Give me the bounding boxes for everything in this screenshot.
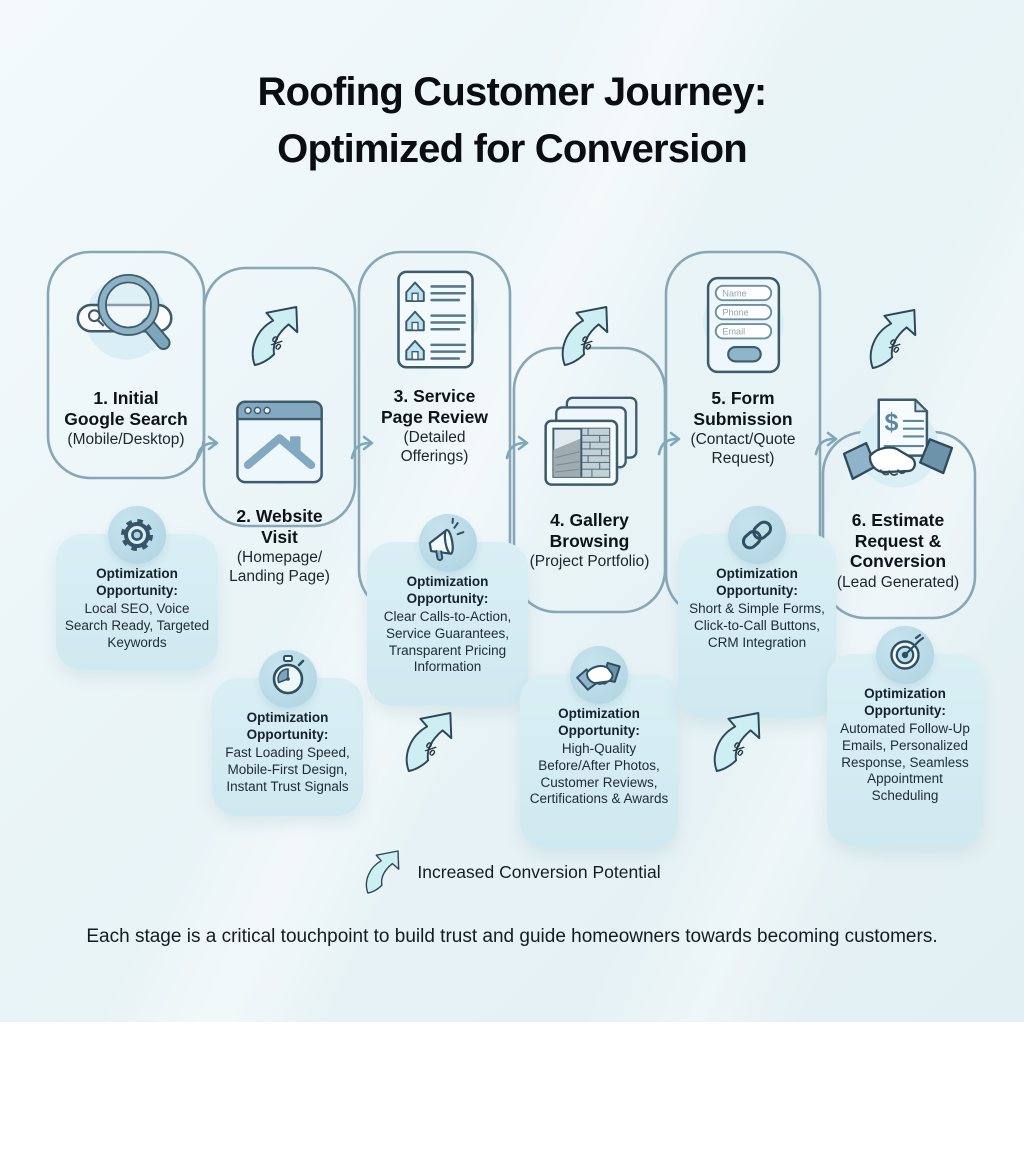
optimization-box-6: Optimization Opportunity: Automated Foll…	[827, 626, 983, 846]
conversion-arrow-icon: %	[710, 706, 768, 778]
optimization-box-2: Optimization Opportunity: Fast Loading S…	[212, 650, 363, 816]
optimization-heading: Optimization Opportunity:	[864, 686, 946, 718]
target-icon	[876, 626, 934, 684]
stage-subtitle: (Mobile/Desktop)	[67, 431, 185, 449]
handshake-icon	[570, 646, 628, 704]
legend: Increased Conversion Potential	[0, 846, 1024, 898]
search-bar-magnifier-icon	[76, 274, 173, 360]
legend-label: Increased Conversion Potential	[417, 861, 661, 882]
page-title-line1: Roofing Customer Journey:	[257, 70, 768, 114]
megaphone-icon	[418, 514, 477, 572]
browser-roof-icon	[235, 400, 323, 485]
estimate-handshake-icon: $	[842, 398, 954, 488]
stage-title: 5. Form Submission	[693, 388, 793, 429]
stage-title: 3. Service Page Review	[381, 386, 488, 427]
stage-title: 1. Initial Google Search	[64, 388, 188, 429]
form-field-phone: Phone	[722, 307, 748, 317]
optimization-box-3: Optimization Opportunity: Clear Calls-to…	[367, 514, 528, 706]
conversion-arrow-icon: %	[402, 706, 460, 778]
optimization-box-4: Optimization Opportunity: High-Quality B…	[520, 646, 678, 848]
stage-title: 4. Gallery Browsing	[549, 510, 630, 551]
chain-link-icon	[728, 506, 786, 564]
conversion-arrow-icon	[363, 846, 405, 898]
stage-subtitle: (Homepage/ Landing Page)	[229, 549, 330, 585]
stage-subtitle: (Contact/Quote Request)	[690, 431, 796, 467]
optimization-items: Fast Loading Speed, Mobile-First Design,…	[225, 744, 350, 794]
optimization-box-1: Optimization Opportunity: Local SEO, Voi…	[56, 506, 218, 670]
footer-caption: Each stage is a critical touchpoint to b…	[86, 926, 938, 947]
optimization-items: Automated Follow-Up Emails, Personalized…	[840, 720, 970, 804]
stage-2-website-visit: 2. Website Visit (Homepage/ Landing Page…	[204, 388, 355, 586]
gear-icon	[108, 506, 166, 564]
form-field-name: Name	[722, 288, 746, 298]
conversion-arrow-icon: %	[558, 300, 616, 372]
conversion-arrow-icon: %	[248, 300, 306, 372]
optimization-heading: Optimization Opportunity:	[558, 706, 640, 738]
photo-gallery-icon	[543, 396, 637, 487]
form-field-email: Email	[722, 327, 745, 337]
optimization-box-5: Optimization Opportunity: Short & Simple…	[678, 506, 836, 718]
service-checklist-icon	[396, 270, 478, 369]
stage-subtitle: (Detailed Offerings)	[400, 429, 469, 465]
optimization-items: High-Quality Before/After Photos, Custom…	[529, 740, 669, 807]
optimization-items: Local SEO, Voice Search Ready, Targeted …	[64, 600, 210, 650]
stage-title: 2. Website Visit	[236, 506, 323, 547]
optimization-heading: Optimization Opportunity:	[406, 574, 489, 606]
optimization-items: Clear Calls-to-Action, Service Guarantee…	[383, 608, 512, 675]
contact-form-icon: Name Phone Email	[703, 276, 784, 374]
stage-6-estimate-request-conversion: $ 6. Estimate Request & Conversion (Lead…	[822, 394, 974, 592]
stage-subtitle: (Project Portfolio)	[529, 553, 650, 571]
page-title: Roofing Customer Journey: Optimized for …	[0, 64, 1024, 178]
optimization-heading: Optimization Opportunity:	[246, 710, 329, 742]
stage-4-gallery-browsing: 4. Gallery Browsing (Project Portfolio)	[514, 392, 665, 572]
dollar-sign: $	[885, 409, 899, 437]
optimization-heading: Optimization Opportunity:	[96, 566, 178, 598]
optimization-heading: Optimization Opportunity:	[716, 566, 798, 598]
form-submit-button-shape	[727, 345, 762, 363]
conversion-arrow-icon: %	[866, 303, 924, 375]
stage-5-form-submission: Name Phone Email 5. Form Submission (Con…	[666, 274, 820, 468]
stopwatch-icon	[258, 650, 317, 708]
stage-1-initial-google-search: 1. Initial Google Search (Mobile/Desktop…	[48, 266, 204, 450]
stage-title: 6. Estimate Request & Conversion	[849, 510, 947, 572]
page-title-line2: Optimized for Conversion	[277, 126, 748, 171]
optimization-items: Short & Simple Forms, Click-to-Call Butt…	[689, 600, 825, 650]
stage-3-service-page-review: 3. Service Page Review (Detailed Offerin…	[359, 266, 510, 466]
stage-subtitle: (Lead Generated)	[836, 573, 960, 591]
